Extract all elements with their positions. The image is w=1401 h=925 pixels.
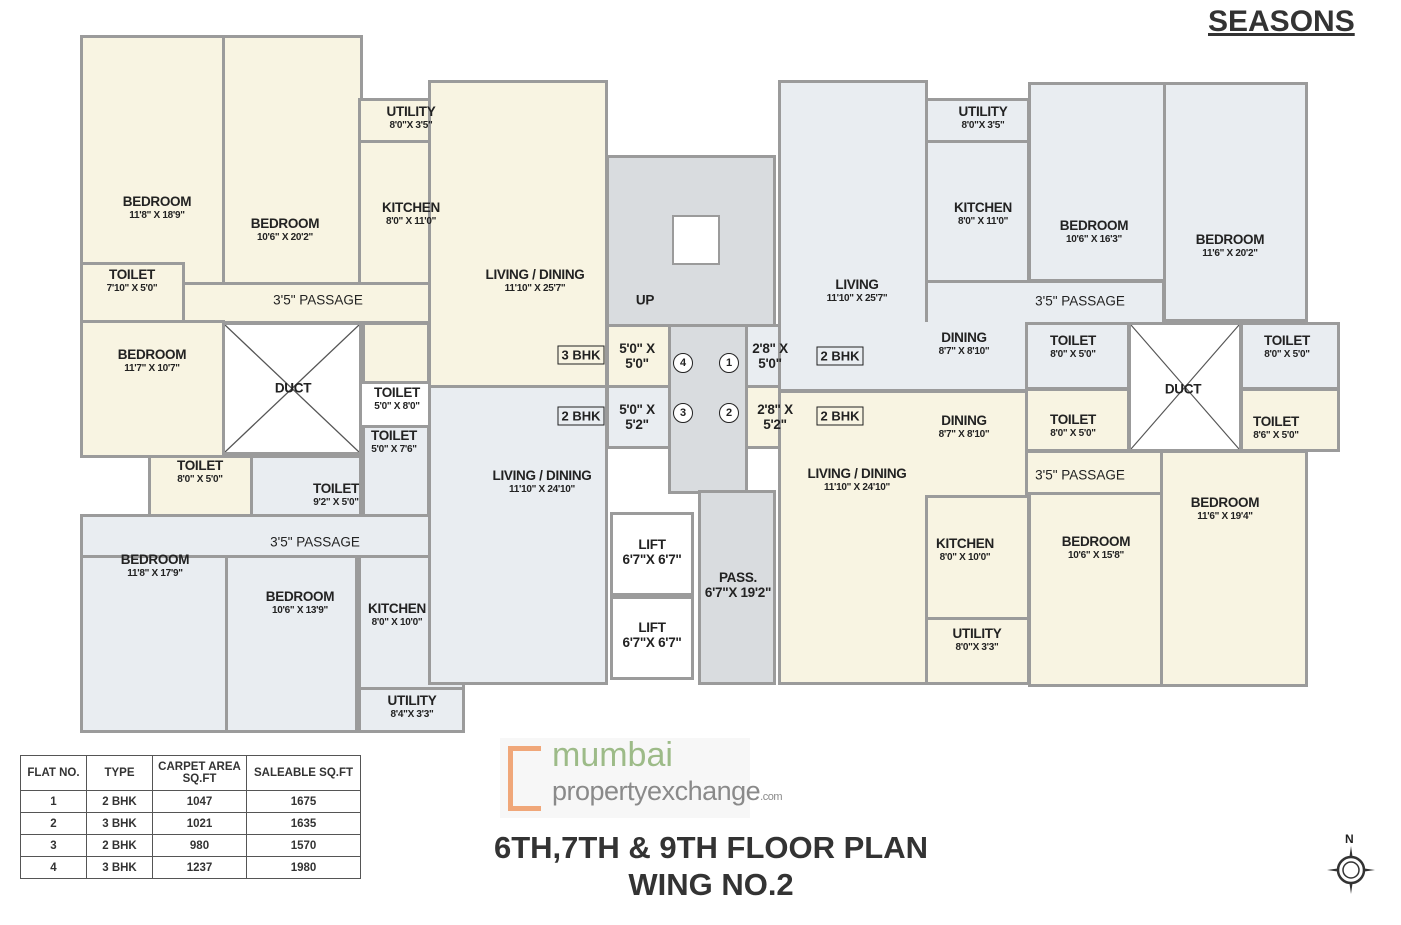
header-type: TYPE [86, 755, 153, 791]
watermark-logo: mumbai propertyexchange.com [500, 736, 782, 818]
room-bedroom [80, 555, 228, 733]
flat-type-badge: 3 BHK [557, 345, 605, 365]
stair-well [672, 215, 720, 265]
lift [610, 512, 694, 596]
duct [222, 322, 362, 455]
room-utility [925, 98, 1030, 143]
header-saleable: SALEABLE SQ.FT [246, 755, 361, 791]
plan-subtitle: WING NO.2 [628, 867, 794, 902]
stair-up-label: UP [635, 292, 655, 308]
room-utility [358, 687, 465, 733]
duct [1128, 322, 1242, 452]
passage-label: 3'5" PASSAGE [273, 292, 363, 308]
room-living-dining [428, 80, 608, 388]
room-toilet [362, 322, 430, 384]
duct-label: DUCT [1164, 381, 1202, 397]
seasons-heading: SEASONS [1208, 5, 1355, 38]
passage-core [698, 490, 776, 685]
room-kitchen [925, 140, 1030, 285]
flat-number-marker: 3 [673, 403, 693, 423]
flat-type-badge: 2 BHK [816, 346, 864, 366]
room-utility [925, 617, 1030, 685]
room-kitchen [925, 495, 1030, 620]
flat-type-badge: 2 BHK [816, 406, 864, 426]
room-bedroom [1160, 450, 1308, 687]
room-toilet [362, 425, 430, 517]
flat-type-badge: 2 BHK [557, 406, 605, 426]
watermark-logo-mark [508, 746, 541, 811]
staircase [606, 155, 776, 327]
room-bedroom [80, 35, 225, 285]
room-living-dining [428, 385, 608, 685]
flat-number-marker: 1 [719, 353, 739, 373]
watermark-line2: propertyexchange.com [552, 776, 782, 806]
room-bedroom [225, 555, 358, 733]
passage-label: 3'5" PASSAGE [1035, 467, 1125, 483]
header-flat-no: FLAT NO. [20, 755, 87, 791]
watermark-line1: mumbai [552, 736, 673, 774]
north-label: N [1345, 832, 1354, 846]
flat-number-marker: 2 [719, 403, 739, 423]
duct-label: DUCT [274, 380, 312, 396]
lift [610, 596, 694, 680]
area-table: FLAT NO. TYPE CARPET AREA SQ.FT SALEABLE… [20, 755, 361, 879]
table-header-row: FLAT NO. TYPE CARPET AREA SQ.FT SALEABLE… [20, 755, 361, 791]
room-bedroom [1028, 492, 1163, 687]
room-bedroom [1163, 82, 1308, 322]
flat-number-marker: 4 [673, 353, 693, 373]
room-toilet [1240, 388, 1340, 452]
passage-label: 3'5" PASSAGE [1035, 293, 1125, 309]
north-compass-icon: N [1325, 832, 1377, 894]
plan-title: 6TH,7TH & 9TH FLOOR PLAN [493, 830, 929, 865]
passage-core-label: PASS.6'7"X 19'2" [704, 570, 772, 600]
room-bedroom [222, 35, 363, 285]
room-bedroom [1028, 82, 1168, 282]
passage-label: 3'5" PASSAGE [270, 534, 360, 550]
room-bedroom [80, 320, 225, 458]
header-carpet-area: CARPET AREA SQ.FT [152, 755, 247, 791]
